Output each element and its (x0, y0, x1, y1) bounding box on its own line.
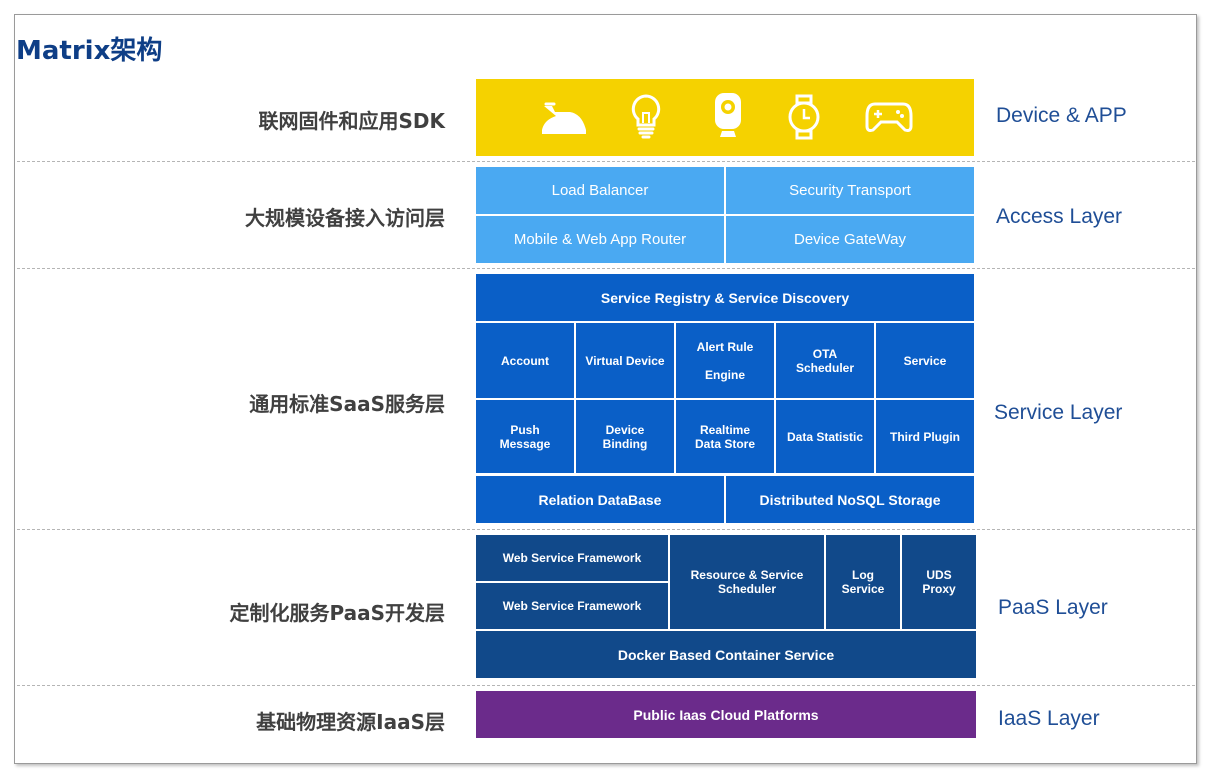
relation-database-label: Relation DataBase (538, 491, 662, 508)
row-label-device: 联网固件和应用SDK (258, 109, 445, 133)
row-label-paas: 定制化服务PaaS开发层 (229, 601, 445, 625)
load-balancer-label: Load Balancer (551, 182, 649, 199)
nosql-storage-box: Distributed NoSQL Storage (726, 476, 974, 523)
account-box: Account (476, 323, 574, 398)
load-balancer-box: Load Balancer (476, 167, 724, 214)
web-service-framework-box-2: Web Service Framework (476, 583, 668, 629)
row-separator (17, 268, 1195, 269)
web-service-framework-label: Web Service Framework (502, 551, 642, 565)
virtual-device-box: Virtual Device (576, 323, 674, 398)
alert-rule-label: Alert Rule (696, 339, 754, 354)
service-box: Service (876, 323, 974, 398)
push-label: Push (510, 422, 540, 437)
ota-label: OTA (812, 346, 838, 361)
security-transport-box: Security Transport (726, 167, 974, 214)
layer-name-iaas: IaaS Layer (998, 707, 1100, 730)
public-cloud-box: Public Iaas Cloud Platforms (476, 691, 976, 738)
row-separator (17, 685, 1195, 686)
service-registry-label: Service Registry & Service Discovery (600, 289, 850, 306)
row-label-service: 通用标准SaaS服务层 (249, 392, 445, 416)
iron-icon (542, 102, 586, 134)
web-service-framework-label-2: Web Service Framework (502, 599, 642, 613)
virtual-device-label: Virtual Device (585, 353, 665, 368)
security-transport-label: Security Transport (789, 182, 911, 199)
message-label: Message (499, 436, 551, 451)
third-plugin-box: Third Plugin (876, 400, 974, 473)
proxy-label: Proxy (922, 582, 956, 596)
layer-name-access: Access Layer (996, 205, 1123, 228)
service-label: Service (903, 353, 947, 368)
row-separator (17, 529, 1195, 530)
web-service-framework-box: Web Service Framework (476, 535, 668, 581)
row-label-access: 大规模设备接入访问层 (245, 206, 445, 230)
layer-name-device: Device & APP (996, 104, 1127, 127)
realtime-label: Realtime (699, 422, 751, 437)
account-label: Account (501, 353, 549, 368)
data-statistic-box: Data Statistic (776, 400, 874, 473)
row-label-iaas: 基础物理资源IaaS层 (256, 710, 445, 734)
data-statistic-label: Data Statistic (786, 429, 864, 444)
resource-service-label: Resource & Service (690, 568, 804, 582)
layer-name-paas: PaaS Layer (998, 596, 1108, 619)
device-gateway-box: Device GateWay (726, 216, 974, 263)
public-cloud-label: Public Iaas Cloud Platforms (633, 706, 819, 723)
uds-label: UDS (926, 568, 952, 582)
data-store-label: Data Store (694, 436, 756, 451)
page-title: Matrix架构 (16, 36, 163, 66)
gamepad-icon (865, 102, 913, 132)
log-service-label: Service (841, 582, 885, 596)
watch-icon (788, 94, 820, 140)
device-label: Device (605, 422, 645, 437)
camera-icon (715, 93, 741, 137)
docker-container-label: Docker Based Container Service (617, 646, 835, 663)
app-router-box: Mobile & Web App Router (476, 216, 724, 263)
docker-container-box: Docker Based Container Service (476, 631, 976, 678)
app-router-label: Mobile & Web App Router (513, 231, 687, 248)
ota-scheduler-label: Scheduler (795, 360, 855, 375)
third-plugin-label: Third Plugin (890, 429, 960, 444)
nosql-storage-label: Distributed NoSQL Storage (759, 491, 941, 508)
layer-name-service: Service Layer (994, 401, 1123, 424)
row-separator (17, 161, 1195, 162)
binding-label: Binding (602, 436, 648, 451)
alert-engine-label: Engine (704, 367, 745, 382)
log-label: Log (852, 568, 874, 582)
relation-database-box: Relation DataBase (476, 476, 724, 523)
resource-scheduler-label: Scheduler (717, 582, 777, 596)
device-gateway-label: Device GateWay (794, 231, 906, 248)
service-registry-box: Service Registry & Service Discovery (476, 274, 974, 321)
lightbulb-icon (631, 94, 661, 139)
